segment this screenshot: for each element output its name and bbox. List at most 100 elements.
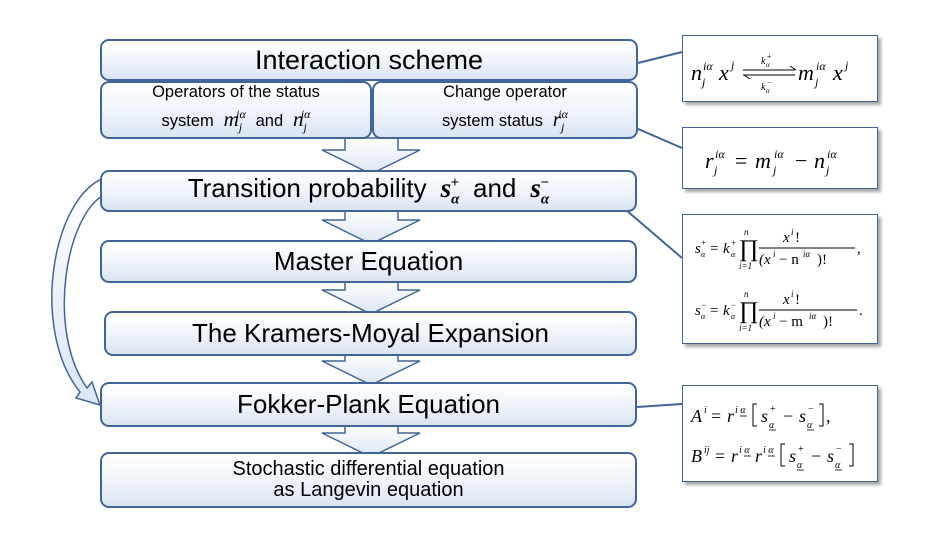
svg-text:iα: iα (809, 311, 817, 321)
operators-system-word: system (161, 112, 214, 131)
master-equation-label: Master Equation (273, 246, 464, 276)
svg-text:x: x (832, 60, 843, 85)
svg-text:)!: )! (817, 252, 827, 268)
svg-text:iα: iα (774, 147, 784, 161)
change-operator-line1: Change operator (443, 83, 567, 102)
svg-text:α: α (731, 312, 736, 321)
flow-arrow-3 (321, 280, 421, 315)
svg-text:!: ! (795, 292, 800, 308)
interaction-scheme-label: Interaction scheme (254, 44, 484, 75)
svg-text:s: s (695, 303, 701, 319)
transition-formulas-box: s α + = k α + ∏ n i=1 x i ! (x i − n iα … (682, 214, 878, 344)
svg-text:i α: i α (739, 445, 750, 456)
svg-text:k: k (723, 241, 730, 257)
s-minus-symbol: sα− (523, 173, 550, 208)
svg-text:− n: − n (779, 252, 799, 268)
svg-text:−: − (836, 444, 842, 455)
svg-text:=: = (710, 303, 718, 319)
svg-text:n: n (691, 60, 702, 85)
svg-text:k: k (761, 82, 766, 93)
transition-probability-label: Transition probability sα+ and sα− (188, 173, 550, 208)
svg-text:i α: i α (763, 445, 774, 456)
change-operator-system-status: system status (442, 112, 543, 131)
svg-text:iα: iα (827, 147, 837, 161)
stochastic-label-line1: Stochastic differential equation (232, 458, 505, 480)
operators-and-word: and (255, 112, 284, 131)
svg-text:∏: ∏ (739, 298, 759, 324)
svg-text:+: + (798, 444, 804, 455)
svg-text:=: = (715, 446, 725, 466)
flow-arrow-2 (321, 209, 421, 245)
stochastic-equation-box: Stochastic differential equation as Lang… (100, 452, 637, 508)
svg-text:α: α (766, 61, 770, 69)
svg-text:s: s (695, 241, 701, 257)
svg-text:−: − (808, 404, 814, 415)
operators-box: Operators of the status system mjiα and … (100, 81, 372, 139)
svg-text:n: n (744, 289, 749, 299)
svg-text:j: j (843, 58, 849, 72)
svg-text:,: , (826, 406, 831, 426)
svg-text:j: j (729, 58, 735, 72)
svg-text:r: r (705, 148, 714, 173)
transition-probability-box: Transition probability sα+ and sα− (100, 170, 637, 212)
svg-text:+: + (767, 52, 772, 61)
svg-text:α: α (807, 420, 813, 431)
svg-text:s: s (799, 406, 806, 426)
r-definition-formula: r j iα = m j iα − n j iα (705, 147, 837, 177)
svg-text:.: . (859, 303, 863, 319)
reaction-formula: n j iα x j k α + k α − m j iα x j (691, 52, 849, 95)
interaction-scheme-box: Interaction scheme (100, 39, 638, 81)
svg-text:−: − (783, 406, 793, 426)
flow-arrow-4 (321, 352, 421, 386)
svg-text:ij: ij (704, 445, 710, 456)
flow-arrow-1 (321, 137, 421, 175)
svg-text:)!: )! (823, 314, 833, 330)
svg-text:∏: ∏ (739, 236, 759, 262)
svg-text:α: α (769, 420, 775, 431)
svg-text:+: + (701, 238, 706, 248)
kramers-moyal-label: The Kramers-Moyal Expansion (192, 318, 549, 348)
svg-text:i: i (791, 227, 794, 237)
svg-text:α: α (731, 250, 736, 259)
svg-text:r: r (731, 446, 739, 466)
svg-text:i: i (704, 405, 707, 416)
fokker-coefficients-box: A i = r i α s α + − s α − , B ij = r i α… (682, 385, 878, 482)
kramers-moyal-box: The Kramers-Moyal Expansion (104, 311, 637, 356)
svg-text:i: i (773, 249, 776, 259)
svg-text:+: + (770, 404, 776, 415)
svg-text:m: m (798, 60, 814, 85)
change-operator-box: Change operator system status rjiα (372, 81, 638, 139)
svg-text:i: i (773, 311, 776, 321)
transition-probability-text: Transition probability (187, 173, 427, 204)
svg-text:α: α (701, 250, 706, 259)
change-operator-line2: system status rjiα (442, 103, 568, 138)
bypass-arrow (51, 176, 105, 407)
r-definition-box: r j iα = m j iα − n j iα (682, 127, 878, 189)
transition-and-word: and (473, 173, 517, 204)
svg-text:−: − (731, 300, 736, 310)
svg-text:α: α (835, 460, 841, 471)
svg-text:m: m (755, 148, 771, 173)
transition-formulas: s α + = k α + ∏ n i=1 x i ! (x i − n iα … (695, 227, 863, 333)
svg-text:r: r (755, 446, 763, 466)
svg-text:=: = (710, 241, 718, 257)
svg-text:iα: iα (816, 59, 826, 73)
stochastic-label-line2: as Langevin equation (273, 479, 464, 501)
operators-label-line2: system mjiα and njiα (162, 103, 311, 138)
svg-text:j: j (700, 75, 706, 89)
fokker-plank-box: Fokker-Plank Equation (100, 382, 637, 427)
master-equation-box: Master Equation (100, 240, 637, 283)
svg-text:r: r (727, 406, 735, 426)
svg-text:n: n (814, 148, 825, 173)
svg-text:iα: iα (715, 147, 725, 161)
svg-text:k: k (761, 56, 766, 67)
svg-text:i=1: i=1 (739, 323, 752, 333)
svg-text:iα: iα (803, 249, 811, 259)
svg-text:A: A (690, 406, 703, 426)
svg-text:B: B (691, 446, 702, 466)
svg-text:s: s (827, 446, 834, 466)
svg-text:=: = (711, 406, 721, 426)
r-operator-symbol: rjiα (547, 107, 568, 135)
svg-text:s: s (789, 446, 796, 466)
svg-text:−: − (795, 148, 807, 173)
